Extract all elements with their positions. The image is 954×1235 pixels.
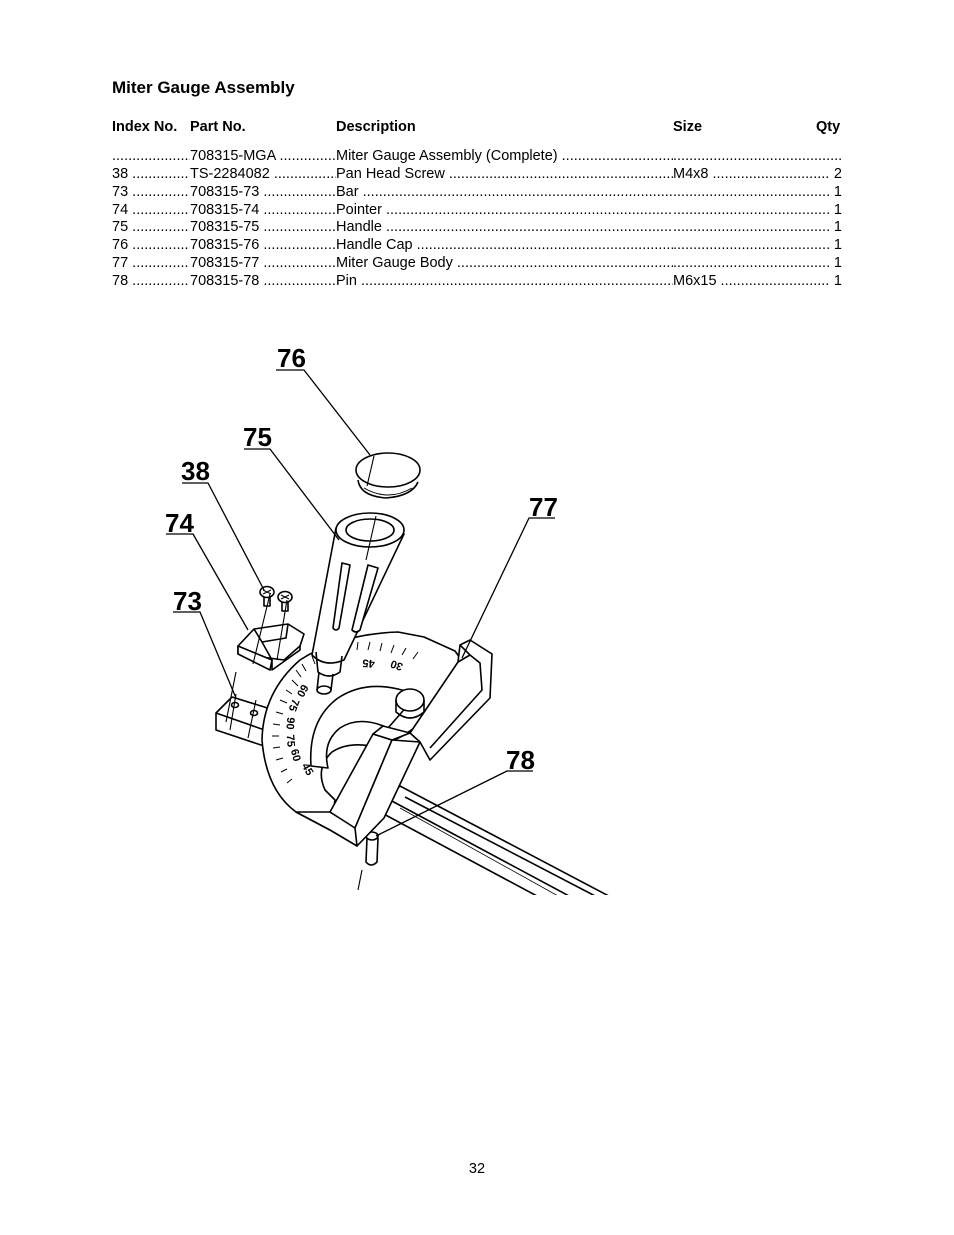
cell-qty: 2 bbox=[833, 166, 842, 182]
cell-description: Pan Head Screw bbox=[336, 165, 673, 183]
callout-77: 77 bbox=[529, 492, 558, 522]
cell-size bbox=[673, 218, 829, 236]
cell-index: 75 bbox=[112, 218, 190, 236]
cell-qty: 1 bbox=[833, 273, 842, 289]
cell-qty: 1 bbox=[833, 237, 842, 253]
cell-part: 708315-78 bbox=[190, 272, 336, 290]
callout-73: 73 bbox=[173, 586, 202, 616]
callout-78: 78 bbox=[506, 745, 535, 775]
cell-index: 78 bbox=[112, 272, 190, 290]
parts-row: 76 708315-76 Handle Cap 1 bbox=[112, 236, 842, 254]
pin-part bbox=[365, 831, 379, 866]
cell-qty: 1 bbox=[833, 202, 842, 218]
callout-38: 38 bbox=[181, 456, 210, 486]
cell-size bbox=[673, 183, 829, 201]
cell-description: Miter Gauge Assembly (Complete) bbox=[336, 147, 673, 165]
parts-row: 708315-MGA Miter Gauge Assembly (Complet… bbox=[112, 147, 842, 165]
scale-label-60-lower: 60 bbox=[288, 748, 303, 763]
parts-row: 74 708315-74 Pointer 1 bbox=[112, 201, 842, 219]
parts-row: 73 708315-73 Bar 1 bbox=[112, 183, 842, 201]
parts-row: 38 TS-2284082 Pan Head Screw M4x8 2 bbox=[112, 165, 842, 183]
cell-size bbox=[673, 236, 829, 254]
parts-row: 77 708315-77 Miter Gauge Body 1 bbox=[112, 254, 842, 272]
handle-part bbox=[311, 512, 405, 695]
cell-size: M4x8 bbox=[673, 165, 829, 183]
gauge-body-part bbox=[261, 631, 493, 847]
scale-numerals: 30 45 60 75 90 75 60 45 bbox=[283, 656, 404, 777]
cell-part: 708315-76 bbox=[190, 236, 336, 254]
miter-bar-part bbox=[379, 785, 609, 895]
leader-lines bbox=[166, 369, 555, 837]
scale-label-45-lower: 45 bbox=[299, 761, 316, 778]
cell-description: Miter Gauge Body bbox=[336, 254, 673, 272]
cell-description: Handle bbox=[336, 218, 673, 236]
cell-part: TS-2284082 bbox=[190, 165, 336, 183]
callout-76: 76 bbox=[277, 343, 306, 373]
page-number: 32 bbox=[468, 1161, 486, 1177]
cell-part: 708315-MGA bbox=[190, 147, 336, 165]
cell-index: 77 bbox=[112, 254, 190, 272]
cell-part: 708315-74 bbox=[190, 201, 336, 219]
cell-index: 74 bbox=[112, 201, 190, 219]
cell-size bbox=[673, 147, 842, 165]
cell-description: Bar bbox=[336, 183, 673, 201]
cell-part: 708315-77 bbox=[190, 254, 336, 272]
scale-label-75: 75 bbox=[286, 697, 301, 713]
cell-qty: 1 bbox=[833, 184, 842, 200]
scale-label-30: 30 bbox=[389, 657, 405, 672]
cell-qty: 1 bbox=[833, 219, 842, 235]
cell-index: 76 bbox=[112, 236, 190, 254]
header-size: Size bbox=[673, 119, 703, 135]
cell-index: 73 bbox=[112, 183, 190, 201]
cell-size: M6x15 bbox=[673, 272, 829, 290]
scale-label-45: 45 bbox=[362, 656, 375, 669]
header-qty: Qty bbox=[816, 119, 841, 135]
cell-size bbox=[673, 201, 829, 219]
parts-row: 78 708315-78 Pin M6x15 1 bbox=[112, 272, 842, 290]
miter-gauge-exploded-view: 30 45 60 75 90 75 60 45 bbox=[166, 369, 609, 895]
handle-cap-part bbox=[355, 452, 421, 499]
alignment-lines bbox=[225, 455, 377, 891]
callout-74: 74 bbox=[165, 508, 194, 538]
header-description: Description bbox=[336, 119, 416, 135]
cell-description: Pin bbox=[336, 272, 673, 290]
cell-part: 708315-75 bbox=[190, 218, 336, 236]
scale-label-60: 60 bbox=[294, 682, 311, 699]
cell-description: Handle Cap bbox=[336, 236, 673, 254]
cell-size bbox=[673, 254, 829, 272]
scale-label-75-lower: 75 bbox=[284, 734, 297, 747]
cell-part: 708315-73 bbox=[190, 183, 336, 201]
cell-description: Pointer bbox=[336, 201, 673, 219]
screws-part bbox=[259, 585, 293, 612]
parts-row: 75 708315-75 Handle 1 bbox=[112, 218, 842, 236]
cell-index bbox=[112, 147, 190, 165]
page-title: Miter Gauge Assembly bbox=[112, 78, 295, 97]
scale-label-90: 90 bbox=[283, 717, 296, 730]
header-part: Part No. bbox=[190, 119, 246, 135]
cell-qty: 1 bbox=[833, 255, 842, 271]
callout-75: 75 bbox=[243, 422, 272, 452]
pointer-part bbox=[237, 623, 305, 671]
header-index: Index No. bbox=[112, 119, 178, 135]
cell-index: 38 bbox=[112, 165, 190, 183]
